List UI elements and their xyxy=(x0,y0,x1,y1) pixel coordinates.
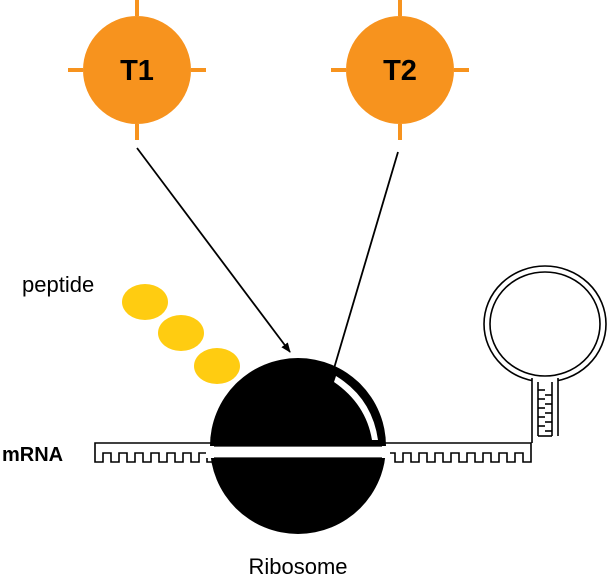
ribosome-label: Ribosome xyxy=(248,554,347,576)
peptide-bead-3 xyxy=(194,348,240,384)
peptide-label: peptide xyxy=(22,272,94,297)
t1-node: T1 xyxy=(68,0,206,140)
mrna-strand xyxy=(94,442,532,463)
t2-label: T2 xyxy=(383,55,417,87)
peptide-bead-1 xyxy=(122,284,168,320)
mrna-label: mRNA xyxy=(2,444,63,466)
ribosome xyxy=(206,358,390,534)
t1-circle xyxy=(83,16,191,124)
t1-label: T1 xyxy=(120,55,154,87)
stem-loop xyxy=(483,265,607,443)
mrna-right-segment xyxy=(384,442,532,463)
t2-node: T2 xyxy=(331,0,469,140)
stem-loop-inner xyxy=(489,271,601,377)
ribosome-channel xyxy=(206,446,390,458)
peptide-bead-2 xyxy=(158,315,204,351)
mrna-left-segment xyxy=(94,442,214,463)
t2-circle xyxy=(346,16,454,124)
t1-arrow xyxy=(136,147,291,353)
ribosome-highlight xyxy=(334,376,378,440)
